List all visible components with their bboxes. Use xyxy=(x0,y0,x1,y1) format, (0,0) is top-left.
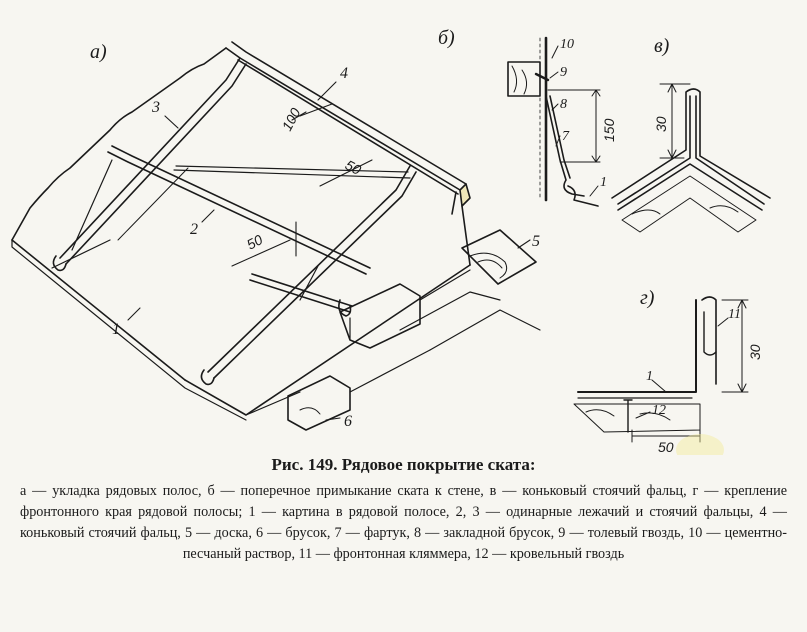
caption-legend: а — укладка рядовых полос, б — поперечно… xyxy=(20,483,787,562)
technical-drawing: а) б) в) г) 3 4 2 1 5 6 10 9 8 7 1 11 1 … xyxy=(11,27,771,455)
callout-6: 6 xyxy=(344,413,352,430)
callout-4: 4 xyxy=(340,65,348,82)
dim-50-g: 50 xyxy=(658,439,674,455)
panel-v-drawing xyxy=(611,83,771,233)
callout-1-g: 1 xyxy=(646,369,653,384)
panel-a-leaders xyxy=(127,81,531,421)
callout-8: 8 xyxy=(560,97,567,112)
panel-label-v: в) xyxy=(654,35,670,57)
callout-9: 9 xyxy=(560,65,567,80)
callout-11: 11 xyxy=(728,307,741,322)
dim-30-g: 30 xyxy=(747,344,763,360)
panel-b-drawing xyxy=(507,36,601,207)
dim-50-upper: 50 xyxy=(343,157,364,179)
callout-2: 2 xyxy=(190,221,198,238)
panel-label-b: б) xyxy=(438,27,455,49)
panel-label-g: г) xyxy=(640,287,655,309)
panel-a-dimensions xyxy=(231,103,373,267)
dim-30-v: 30 xyxy=(653,116,669,132)
dim-150: 150 xyxy=(601,118,617,142)
callout-7: 7 xyxy=(562,129,570,144)
panel-a-drawing xyxy=(11,41,541,431)
paper-stain xyxy=(676,434,724,455)
callout-12: 12 xyxy=(652,403,666,418)
panel-label-a: а) xyxy=(90,41,107,63)
callout-3: 3 xyxy=(151,99,160,116)
callout-5: 5 xyxy=(532,233,540,250)
panel-g-drawing xyxy=(573,296,749,443)
figure-caption: Рис. 149. Рядовое покрытие ската: а — ук… xyxy=(8,455,799,565)
caption-title: Рис. 149. Рядовое покрытие ската: xyxy=(271,455,536,474)
dim-100: 100 xyxy=(279,105,304,133)
callout-1-a: 1 xyxy=(112,321,120,338)
callout-10: 10 xyxy=(560,37,574,52)
callout-1-b: 1 xyxy=(600,175,607,190)
dim-50-lower: 50 xyxy=(244,231,265,253)
